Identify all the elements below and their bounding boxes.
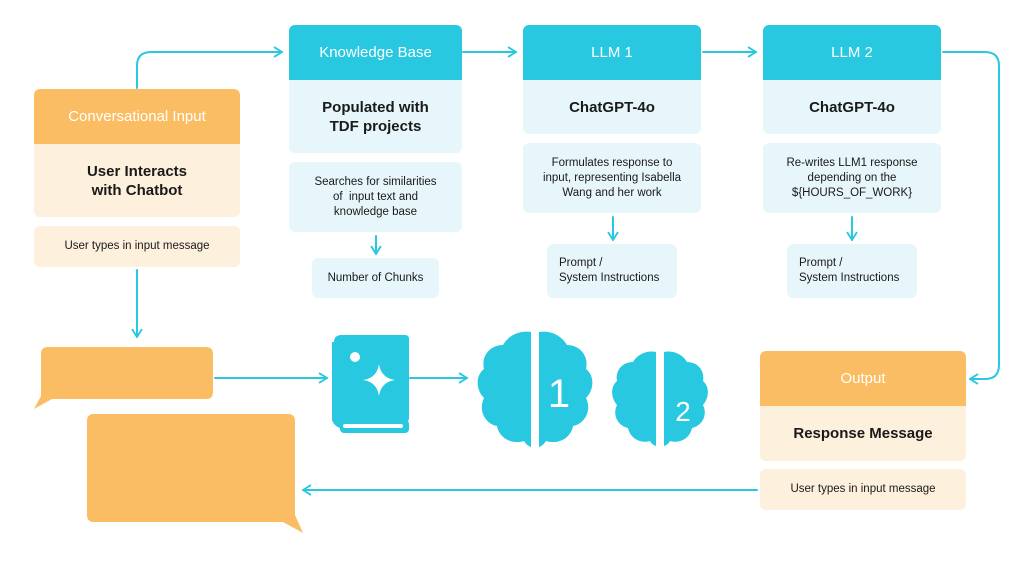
brain-1-icon: [477, 331, 593, 447]
brain-2-label: 2: [675, 396, 691, 427]
brain-1-label: 1: [548, 372, 570, 416]
knowledge-base-note: Searches for similarities of input text …: [289, 162, 462, 232]
output-header: Output: [760, 351, 966, 406]
arrow-input-to-kb: [136, 46, 283, 89]
chat-bubble-large-icon: [87, 414, 303, 533]
output-body: Response Message: [760, 406, 966, 461]
conversational-input-note: User types in input message: [34, 226, 240, 267]
knowledge-base-body: Populated with TDF projects: [289, 80, 462, 153]
llm2-header: LLM 2: [763, 25, 941, 80]
output-note: User types in input message: [760, 469, 966, 510]
conversational-input-header: Conversational Input: [34, 89, 240, 144]
chat-bubble-small-icon: [34, 347, 213, 409]
llm1-header: LLM 1: [523, 25, 701, 80]
llm1-prompt: Prompt / System Instructions: [547, 244, 677, 298]
knowledge-base-header: Knowledge Base: [289, 25, 462, 80]
llm2-prompt: Prompt / System Instructions: [787, 244, 917, 298]
brain-2-icon: [612, 351, 708, 446]
llm2-body: ChatGPT-4o: [763, 80, 941, 134]
llm2-note: Re-writes LLM1 response depending on the…: [763, 143, 941, 213]
arrow-llm2-to-output: [942, 51, 1000, 385]
knowledge-base-chunks: Number of Chunks: [312, 258, 439, 298]
llm1-body: ChatGPT-4o: [523, 80, 701, 134]
llm1-note: Formulates response to input, representi…: [523, 143, 701, 213]
conversational-input-body: User Interacts with Chatbot: [34, 144, 240, 217]
